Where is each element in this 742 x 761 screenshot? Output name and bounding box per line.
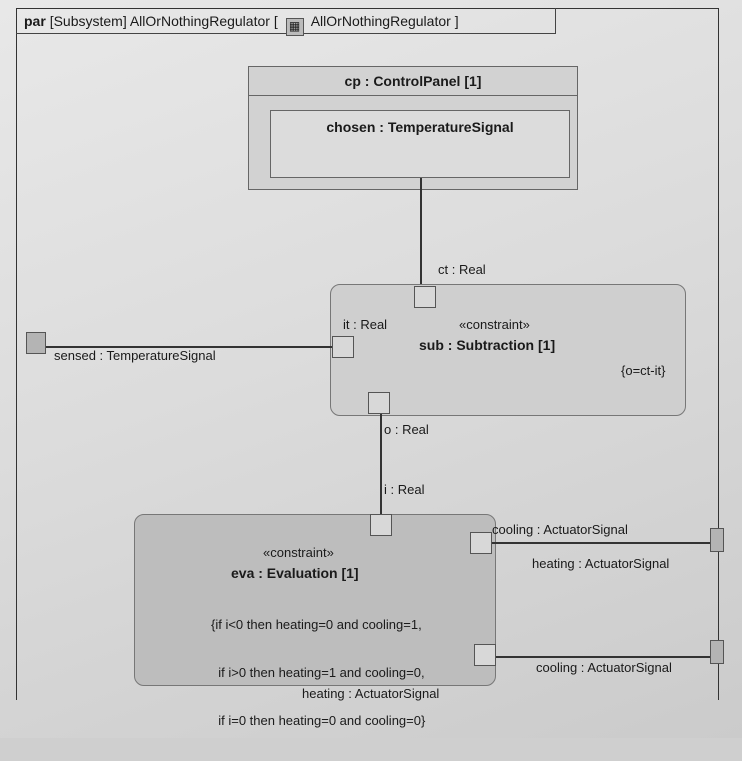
sub-stereotype: «constraint» bbox=[459, 317, 530, 332]
block-icon: ▦ bbox=[285, 18, 304, 36]
sub-name: sub : Subtraction [1] bbox=[419, 337, 556, 353]
o-port-label: o : Real bbox=[384, 422, 429, 437]
eva-evaluation-constraint[interactable]: «constraint» eva : Evaluation [1] {if i<… bbox=[134, 514, 496, 728]
frame-left-border bbox=[16, 8, 17, 700]
diagram-kind: par bbox=[24, 13, 46, 29]
eva-expression-line: if i=0 then heating=0 and cooling=0} bbox=[211, 713, 426, 728]
ct-port-label: ct : Real bbox=[438, 262, 486, 277]
eva-cooling-port-label: cooling : ActuatorSignal bbox=[492, 522, 628, 537]
diagram-canvas: par [Subsystem] AllOrNothingRegulator [ … bbox=[0, 0, 742, 738]
eva-expression: {if i<0 then heating=0 and cooling=1, if… bbox=[211, 585, 425, 761]
bracket-open: [ bbox=[273, 13, 278, 29]
sensed-boundary-port[interactable] bbox=[26, 332, 46, 354]
eva-expression-line: if i>0 then heating=1 and cooling=0, bbox=[211, 665, 425, 680]
eva-heating-port[interactable] bbox=[474, 644, 496, 666]
it-port[interactable] bbox=[332, 336, 354, 358]
sensed-label: sensed : TemperatureSignal bbox=[54, 348, 216, 363]
frame-top-border bbox=[16, 8, 718, 9]
connector-cooling-out bbox=[492, 542, 710, 544]
eva-expression-line: {if i<0 then heating=0 and cooling=1, bbox=[211, 617, 422, 632]
connector-chosen-to-ct bbox=[420, 178, 422, 286]
ct-port[interactable] bbox=[414, 286, 436, 308]
i-port[interactable] bbox=[370, 514, 392, 536]
it-port-label: it : Real bbox=[343, 317, 388, 332]
cp-header: cp : ControlPanel [1] bbox=[249, 67, 577, 96]
eva-heating-port-label: heating : ActuatorSignal bbox=[302, 686, 440, 701]
diagram-stereotype: [Subsystem] bbox=[49, 13, 127, 29]
diagram-title-repeat: AllOrNothingRegulator bbox=[310, 13, 451, 29]
diagram-frame-header: par [Subsystem] AllOrNothingRegulator [ … bbox=[16, 8, 556, 36]
cooling-boundary-label: cooling : ActuatorSignal bbox=[536, 660, 672, 675]
heating-boundary-port[interactable] bbox=[710, 528, 724, 552]
chosen-part[interactable]: chosen : TemperatureSignal bbox=[270, 110, 570, 178]
sub-subtraction-constraint[interactable]: «constraint» sub : Subtraction [1] {o=ct… bbox=[330, 284, 686, 416]
chosen-label: chosen : TemperatureSignal bbox=[326, 119, 514, 135]
eva-cooling-port[interactable] bbox=[470, 532, 492, 554]
bracket-close: ] bbox=[454, 13, 459, 29]
diagram-name: AllOrNothingRegulator bbox=[129, 13, 270, 29]
i-port-label: i : Real bbox=[384, 482, 425, 497]
frame-right-border bbox=[718, 8, 719, 700]
eva-stereotype: «constraint» bbox=[263, 545, 334, 560]
sub-expression: {o=ct-it} bbox=[621, 363, 666, 378]
eva-name: eva : Evaluation [1] bbox=[231, 565, 359, 581]
o-port[interactable] bbox=[368, 392, 390, 414]
heating-boundary-label: heating : ActuatorSignal bbox=[532, 556, 670, 571]
connector-sensed-to-it bbox=[46, 346, 332, 348]
cooling-boundary-port[interactable] bbox=[710, 640, 724, 664]
connector-o-to-i bbox=[380, 414, 382, 514]
connector-heating-out bbox=[496, 656, 710, 658]
